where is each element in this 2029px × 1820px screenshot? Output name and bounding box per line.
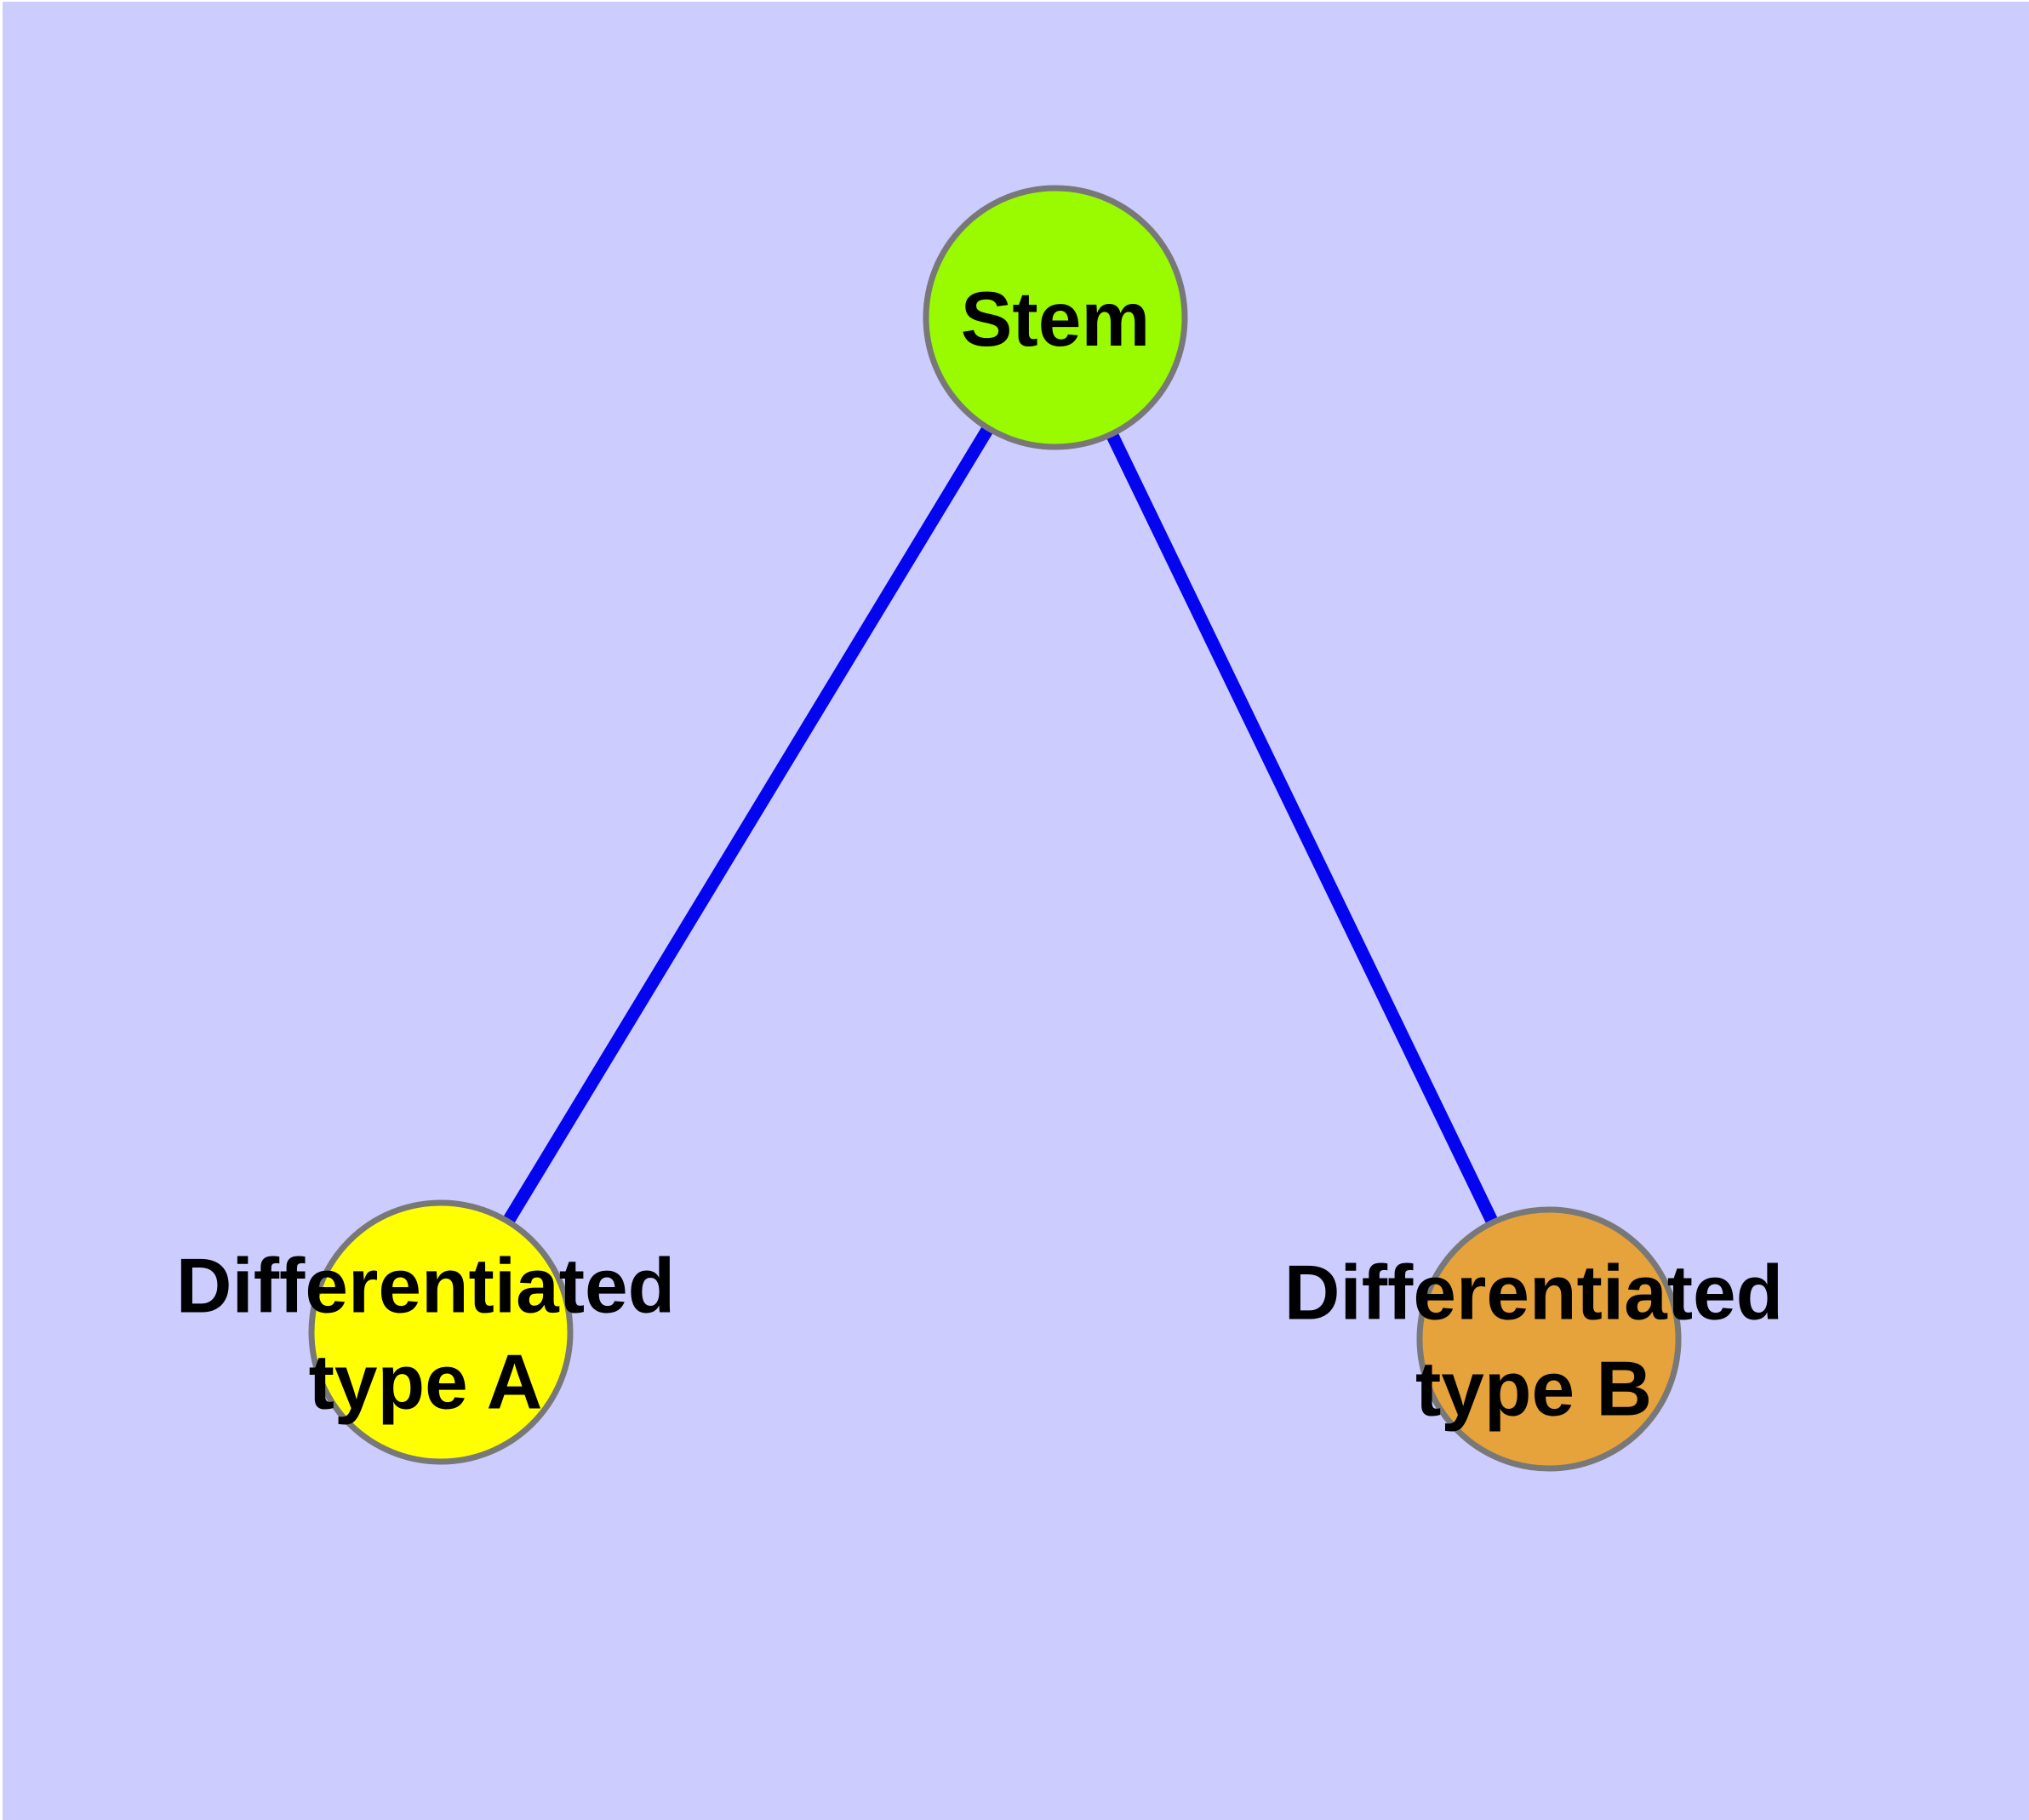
edges-layer [435, 314, 1555, 1342]
node-circle-stem [923, 185, 1188, 450]
node-stem: Stem [923, 185, 1188, 450]
node-circle-differentiated-type-a [308, 1199, 574, 1465]
node-circle-differentiated-type-b [1416, 1206, 1682, 1472]
edge-stem-differentiated-type-a [435, 314, 1061, 1336]
node-label-stem: Stem [961, 277, 1151, 363]
edge-stem-differentiated-type-b [1049, 314, 1555, 1342]
